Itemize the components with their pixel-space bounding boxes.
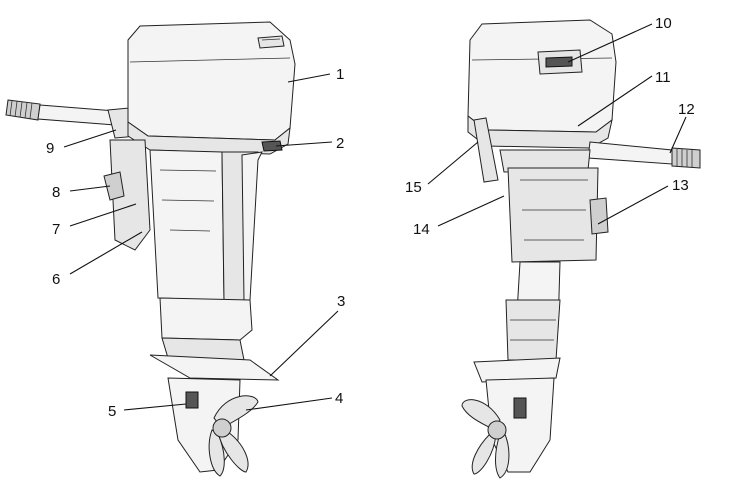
callout-14: 14	[413, 221, 430, 238]
callout-1: 1	[336, 66, 344, 83]
callout-labels: 1 2 3 4 5 6 7 8 9 10 11 12 13 14 15	[46, 15, 695, 420]
left-motor-illustration	[5, 21, 296, 477]
callout-11: 11	[655, 69, 671, 86]
callout-2: 2	[336, 135, 344, 152]
callout-4: 4	[335, 390, 343, 407]
callout-13: 13	[672, 177, 689, 194]
callout-7: 7	[52, 221, 60, 238]
right-motor-illustration	[461, 19, 701, 479]
callout-9: 9	[46, 140, 54, 157]
callout-5: 5	[108, 403, 116, 420]
leader-lines	[63, 23, 687, 411]
callout-15: 15	[405, 179, 422, 196]
callout-6: 6	[52, 271, 60, 288]
callout-10: 10	[655, 15, 672, 32]
callout-8: 8	[52, 184, 60, 201]
callout-3: 3	[337, 293, 345, 310]
callout-12: 12	[678, 101, 695, 118]
